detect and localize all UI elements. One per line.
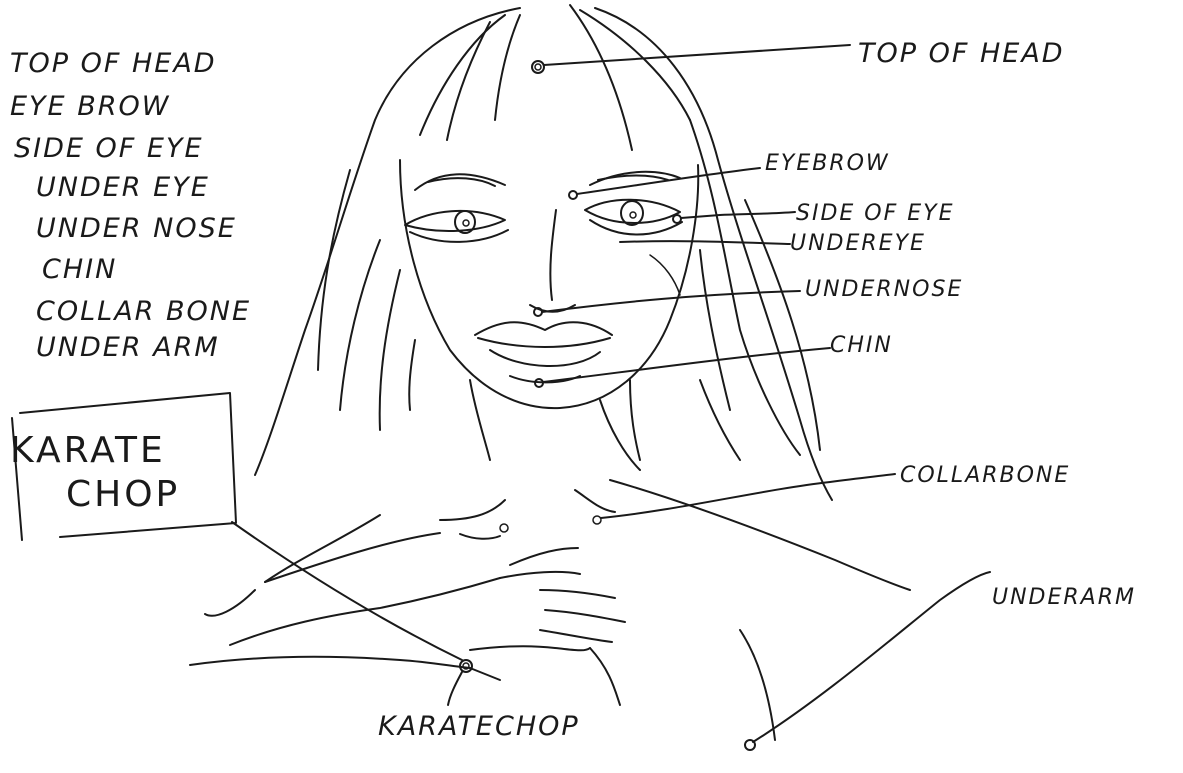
- callout-karate-chop: KARATECHOP: [378, 711, 580, 742]
- marker-eyebrow: [569, 191, 577, 199]
- box-chop-label: CHOP: [66, 474, 180, 515]
- callout-underarm: UNDERARM: [992, 585, 1136, 610]
- karate-chop-box: KARATE CHOP: [10, 393, 236, 540]
- list-item-side-of-eye: SIDE OF EYE: [14, 133, 204, 164]
- marker-karate-chop: [460, 660, 472, 672]
- callout-collarbone: COLLARBONE: [900, 463, 1070, 488]
- callout-under-eye: UNDEREYE: [790, 231, 926, 256]
- callout-under-nose: UNDERNOSE: [805, 277, 963, 302]
- face-drawing: [400, 160, 698, 460]
- marker-side-of-eye: [673, 215, 681, 223]
- tapping-point-list: TOP OF HEAD EYE BROW SIDE OF EYE UNDER E…: [10, 48, 251, 363]
- hair-drawing: [255, 5, 832, 500]
- box-karate-label: KARATE: [10, 430, 166, 471]
- list-item-top-of-head: TOP OF HEAD: [10, 48, 217, 79]
- list-item-under-eye: UNDER EYE: [36, 172, 210, 203]
- callout-eyebrow: EYEBROW: [765, 151, 890, 176]
- marker-top-of-head: [532, 61, 544, 73]
- list-item-eyebrow: EYE BROW: [10, 91, 170, 122]
- list-item-chin: CHIN: [42, 254, 117, 285]
- callout-chin: CHIN: [830, 333, 893, 358]
- callout-side-of-eye: SIDE OF EYE: [796, 201, 955, 226]
- body-drawing: [190, 480, 910, 740]
- list-item-under-arm: UNDER ARM: [36, 332, 220, 363]
- callout-top-of-head: TOP OF HEAD: [858, 38, 1065, 69]
- list-item-collar-bone: COLLAR BONE: [36, 296, 251, 327]
- list-item-under-nose: UNDER NOSE: [36, 213, 237, 244]
